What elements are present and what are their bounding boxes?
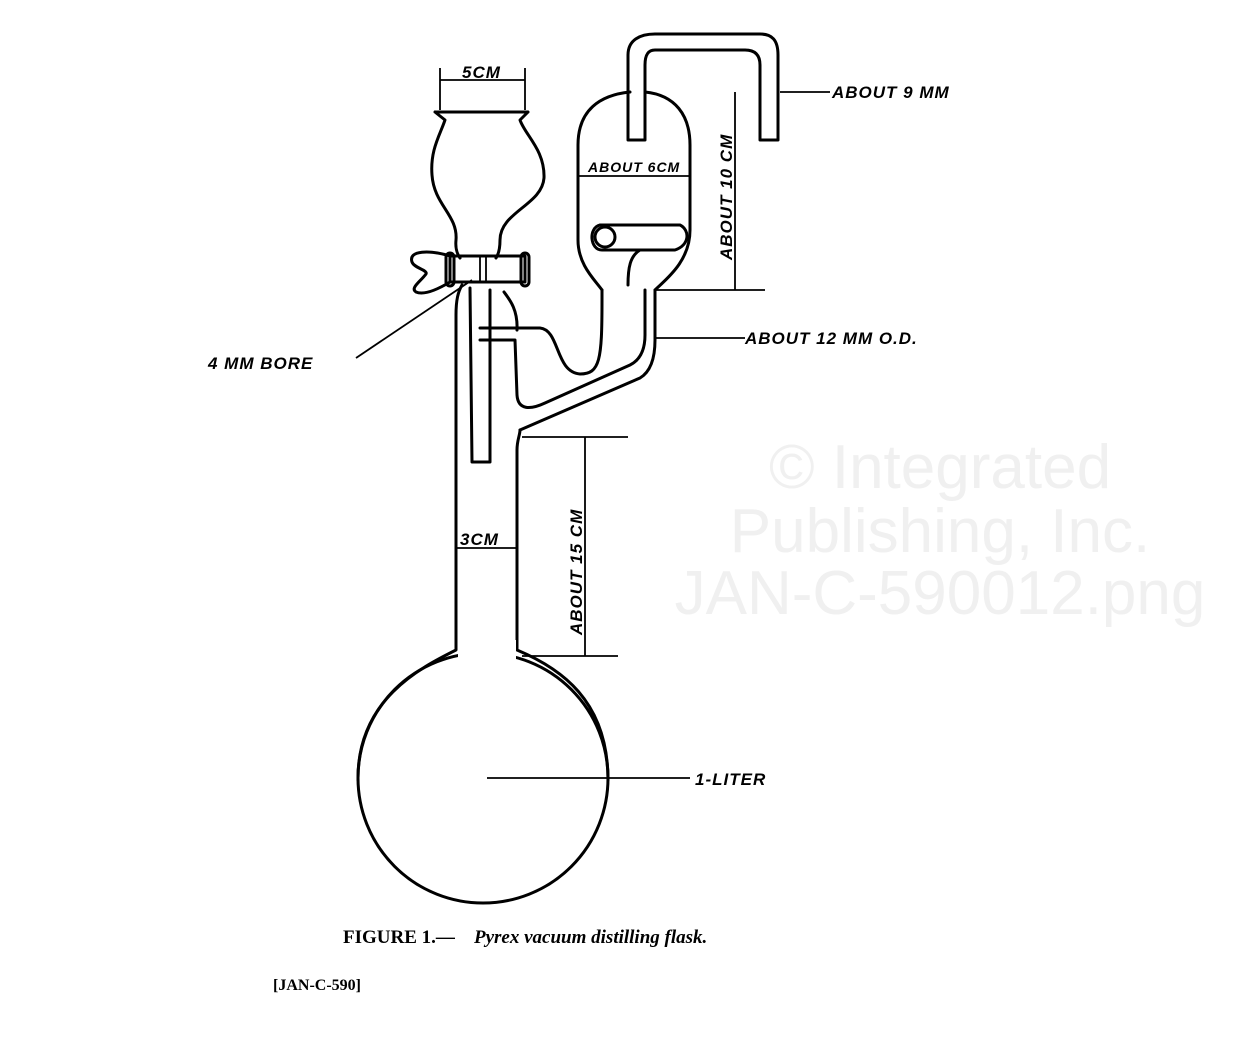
- label-flask-volume: 1-LITER: [695, 770, 766, 789]
- funnel-bulb: [430, 110, 546, 260]
- caption-title: Pyrex vacuum distilling flask.: [473, 927, 707, 948]
- label-tube-od: ABOUT 12 MM O.D.: [744, 329, 918, 348]
- dim-neck-width: 3CM: [457, 530, 516, 549]
- document-id: [JAN-C-590]: [273, 977, 361, 994]
- watermark-line-2: Publishing, Inc.: [730, 497, 1150, 566]
- caption-figure-number: FIGURE 1.—: [343, 927, 456, 948]
- vacuum-u-tube: [626, 32, 780, 142]
- side-arm: [478, 288, 657, 432]
- watermark-line-1: © Integrated: [769, 433, 1111, 502]
- dim-bore: 4 MM BORE: [207, 279, 473, 373]
- watermark: © Integrated Publishing, Inc. JAN-C-5900…: [675, 433, 1206, 628]
- watermark-line-3: JAN-C-590012.png: [675, 559, 1206, 628]
- dim-tube-diameter: ABOUT 9 MM: [780, 83, 950, 102]
- label-neck-height: ABOUT 15 CM: [567, 509, 586, 636]
- label-neck-width: 3CM: [460, 530, 499, 549]
- label-tube-diameter: ABOUT 9 MM: [831, 83, 950, 102]
- label-bore: 4 MM BORE: [207, 354, 313, 373]
- dim-tube-od: ABOUT 12 MM O.D.: [656, 329, 918, 348]
- label-funnel-width: 5CM: [462, 63, 501, 82]
- label-trap-width: ABOUT 6CM: [587, 159, 680, 175]
- delivery-tube: [468, 286, 492, 464]
- trap-bulb: [576, 90, 692, 292]
- stopcock: [410, 250, 531, 295]
- dim-neck-height: ABOUT 15 CM: [522, 436, 628, 657]
- inner-tube: [590, 223, 689, 287]
- dim-flask-volume: 1-LITER: [487, 770, 766, 789]
- dim-trap-width: ABOUT 6CM: [578, 159, 690, 177]
- dim-funnel-width: 5CM: [439, 63, 526, 110]
- label-trap-height: ABOUT 10 CM: [717, 134, 736, 261]
- dim-trap-height: ABOUT 10 CM: [655, 92, 765, 291]
